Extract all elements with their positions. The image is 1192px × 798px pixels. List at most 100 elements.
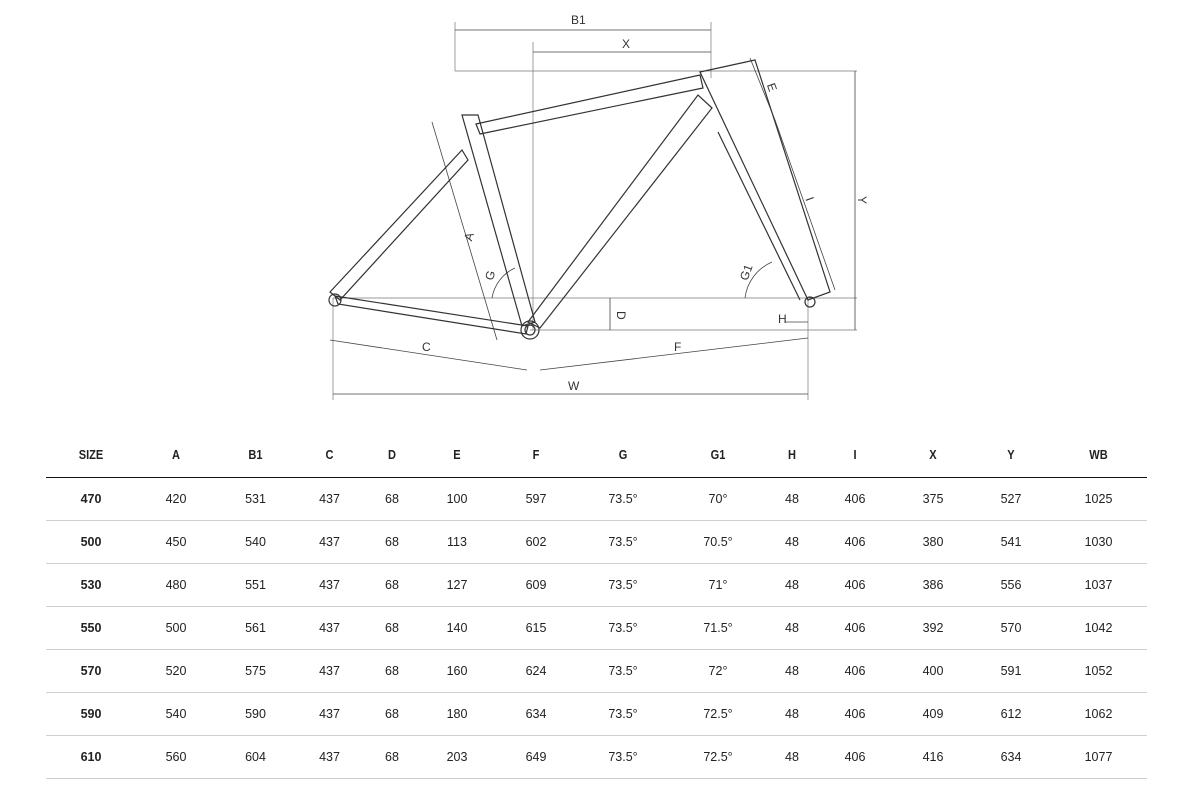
label-F: F <box>674 340 681 354</box>
label-E: E <box>764 81 780 93</box>
cell-i: 406 <box>816 692 894 736</box>
cell-h: 48 <box>768 692 816 736</box>
column-header-e: E <box>425 432 489 478</box>
cell-b1: 575 <box>216 649 295 693</box>
cell-a: 540 <box>136 692 216 736</box>
column-header-g: G <box>584 432 662 478</box>
cell-x: 400 <box>894 649 972 693</box>
cell-d: 68 <box>364 692 420 736</box>
cell-wb: 1037 <box>1050 563 1147 607</box>
cell-c: 437 <box>295 606 364 650</box>
cell-c: 437 <box>295 477 364 521</box>
cell-a: 560 <box>136 735 216 779</box>
cell-c: 437 <box>295 520 364 564</box>
cell-g1: 71.5° <box>668 606 768 650</box>
cell-y: 527 <box>972 477 1050 521</box>
column-header-g1: G1 <box>675 432 761 478</box>
cell-g: 73.5° <box>578 520 668 564</box>
cell-e: 160 <box>420 649 494 693</box>
cell-g: 73.5° <box>578 735 668 779</box>
cell-f: 615 <box>494 606 578 650</box>
cell-a: 450 <box>136 520 216 564</box>
cell-h: 48 <box>768 520 816 564</box>
column-header-i: I <box>821 432 889 478</box>
cell-y: 634 <box>972 735 1050 779</box>
cell-x: 380 <box>894 520 972 564</box>
cell-g1: 70.5° <box>668 520 768 564</box>
cell-g: 73.5° <box>578 649 668 693</box>
cell-g: 73.5° <box>578 692 668 736</box>
cell-wb: 1077 <box>1050 735 1147 779</box>
cell-e: 180 <box>420 692 494 736</box>
cell-x: 409 <box>894 692 972 736</box>
cell-size: 470 <box>46 477 136 521</box>
cell-f: 634 <box>494 692 578 736</box>
cell-wb: 1025 <box>1050 477 1147 521</box>
cell-x: 416 <box>894 735 972 779</box>
cell-h: 48 <box>768 735 816 779</box>
cell-d: 68 <box>364 477 420 521</box>
cell-i: 406 <box>816 606 894 650</box>
cell-b1: 551 <box>216 563 295 607</box>
cell-g1: 72° <box>668 649 768 693</box>
cell-a: 520 <box>136 649 216 693</box>
cell-a: 420 <box>136 477 216 521</box>
dimension-lines <box>329 29 856 395</box>
column-header-wb: WB <box>1057 432 1140 478</box>
cell-e: 127 <box>420 563 494 607</box>
cell-size: 610 <box>46 735 136 779</box>
cell-wb: 1042 <box>1050 606 1147 650</box>
cell-size: 570 <box>46 649 136 693</box>
cell-e: 140 <box>420 606 494 650</box>
column-header-c: C <box>300 432 359 478</box>
frame-geometry-diagram: B1 X E Y I A G G1 D H C F W <box>328 13 869 400</box>
label-D: D <box>614 311 628 320</box>
cell-d: 68 <box>364 649 420 693</box>
column-header-b1: B1 <box>221 432 290 478</box>
cell-g1: 72.5° <box>668 735 768 779</box>
cell-i: 406 <box>816 477 894 521</box>
cell-e: 113 <box>420 520 494 564</box>
cell-b1: 604 <box>216 735 295 779</box>
cell-g: 73.5° <box>578 477 668 521</box>
cell-wb: 1052 <box>1050 649 1147 693</box>
cell-h: 48 <box>768 606 816 650</box>
cell-b1: 590 <box>216 692 295 736</box>
cell-g: 73.5° <box>578 606 668 650</box>
column-header-size: SIZE <box>52 432 130 478</box>
label-C: C <box>422 340 431 354</box>
cell-b1: 561 <box>216 606 295 650</box>
cell-size: 550 <box>46 606 136 650</box>
label-W: W <box>568 379 580 393</box>
cell-size: 500 <box>46 520 136 564</box>
cell-g1: 70° <box>668 477 768 521</box>
cell-wb: 1030 <box>1050 520 1147 564</box>
cell-y: 612 <box>972 692 1050 736</box>
bike-frame <box>328 59 831 340</box>
cell-f: 597 <box>494 477 578 521</box>
cell-x: 375 <box>894 477 972 521</box>
cell-i: 406 <box>816 520 894 564</box>
cell-x: 392 <box>894 606 972 650</box>
cell-y: 556 <box>972 563 1050 607</box>
cell-c: 437 <box>295 563 364 607</box>
cell-h: 48 <box>768 649 816 693</box>
column-header-a: A <box>142 432 210 478</box>
label-I: I <box>803 195 817 203</box>
cell-b1: 531 <box>216 477 295 521</box>
label-G1: G1 <box>737 262 756 282</box>
cell-g: 73.5° <box>578 563 668 607</box>
cell-d: 68 <box>364 563 420 607</box>
column-header-h: H <box>771 432 813 478</box>
cell-h: 48 <box>768 563 816 607</box>
cell-d: 68 <box>364 520 420 564</box>
cell-wb: 1062 <box>1050 692 1147 736</box>
label-H: H <box>778 312 787 326</box>
